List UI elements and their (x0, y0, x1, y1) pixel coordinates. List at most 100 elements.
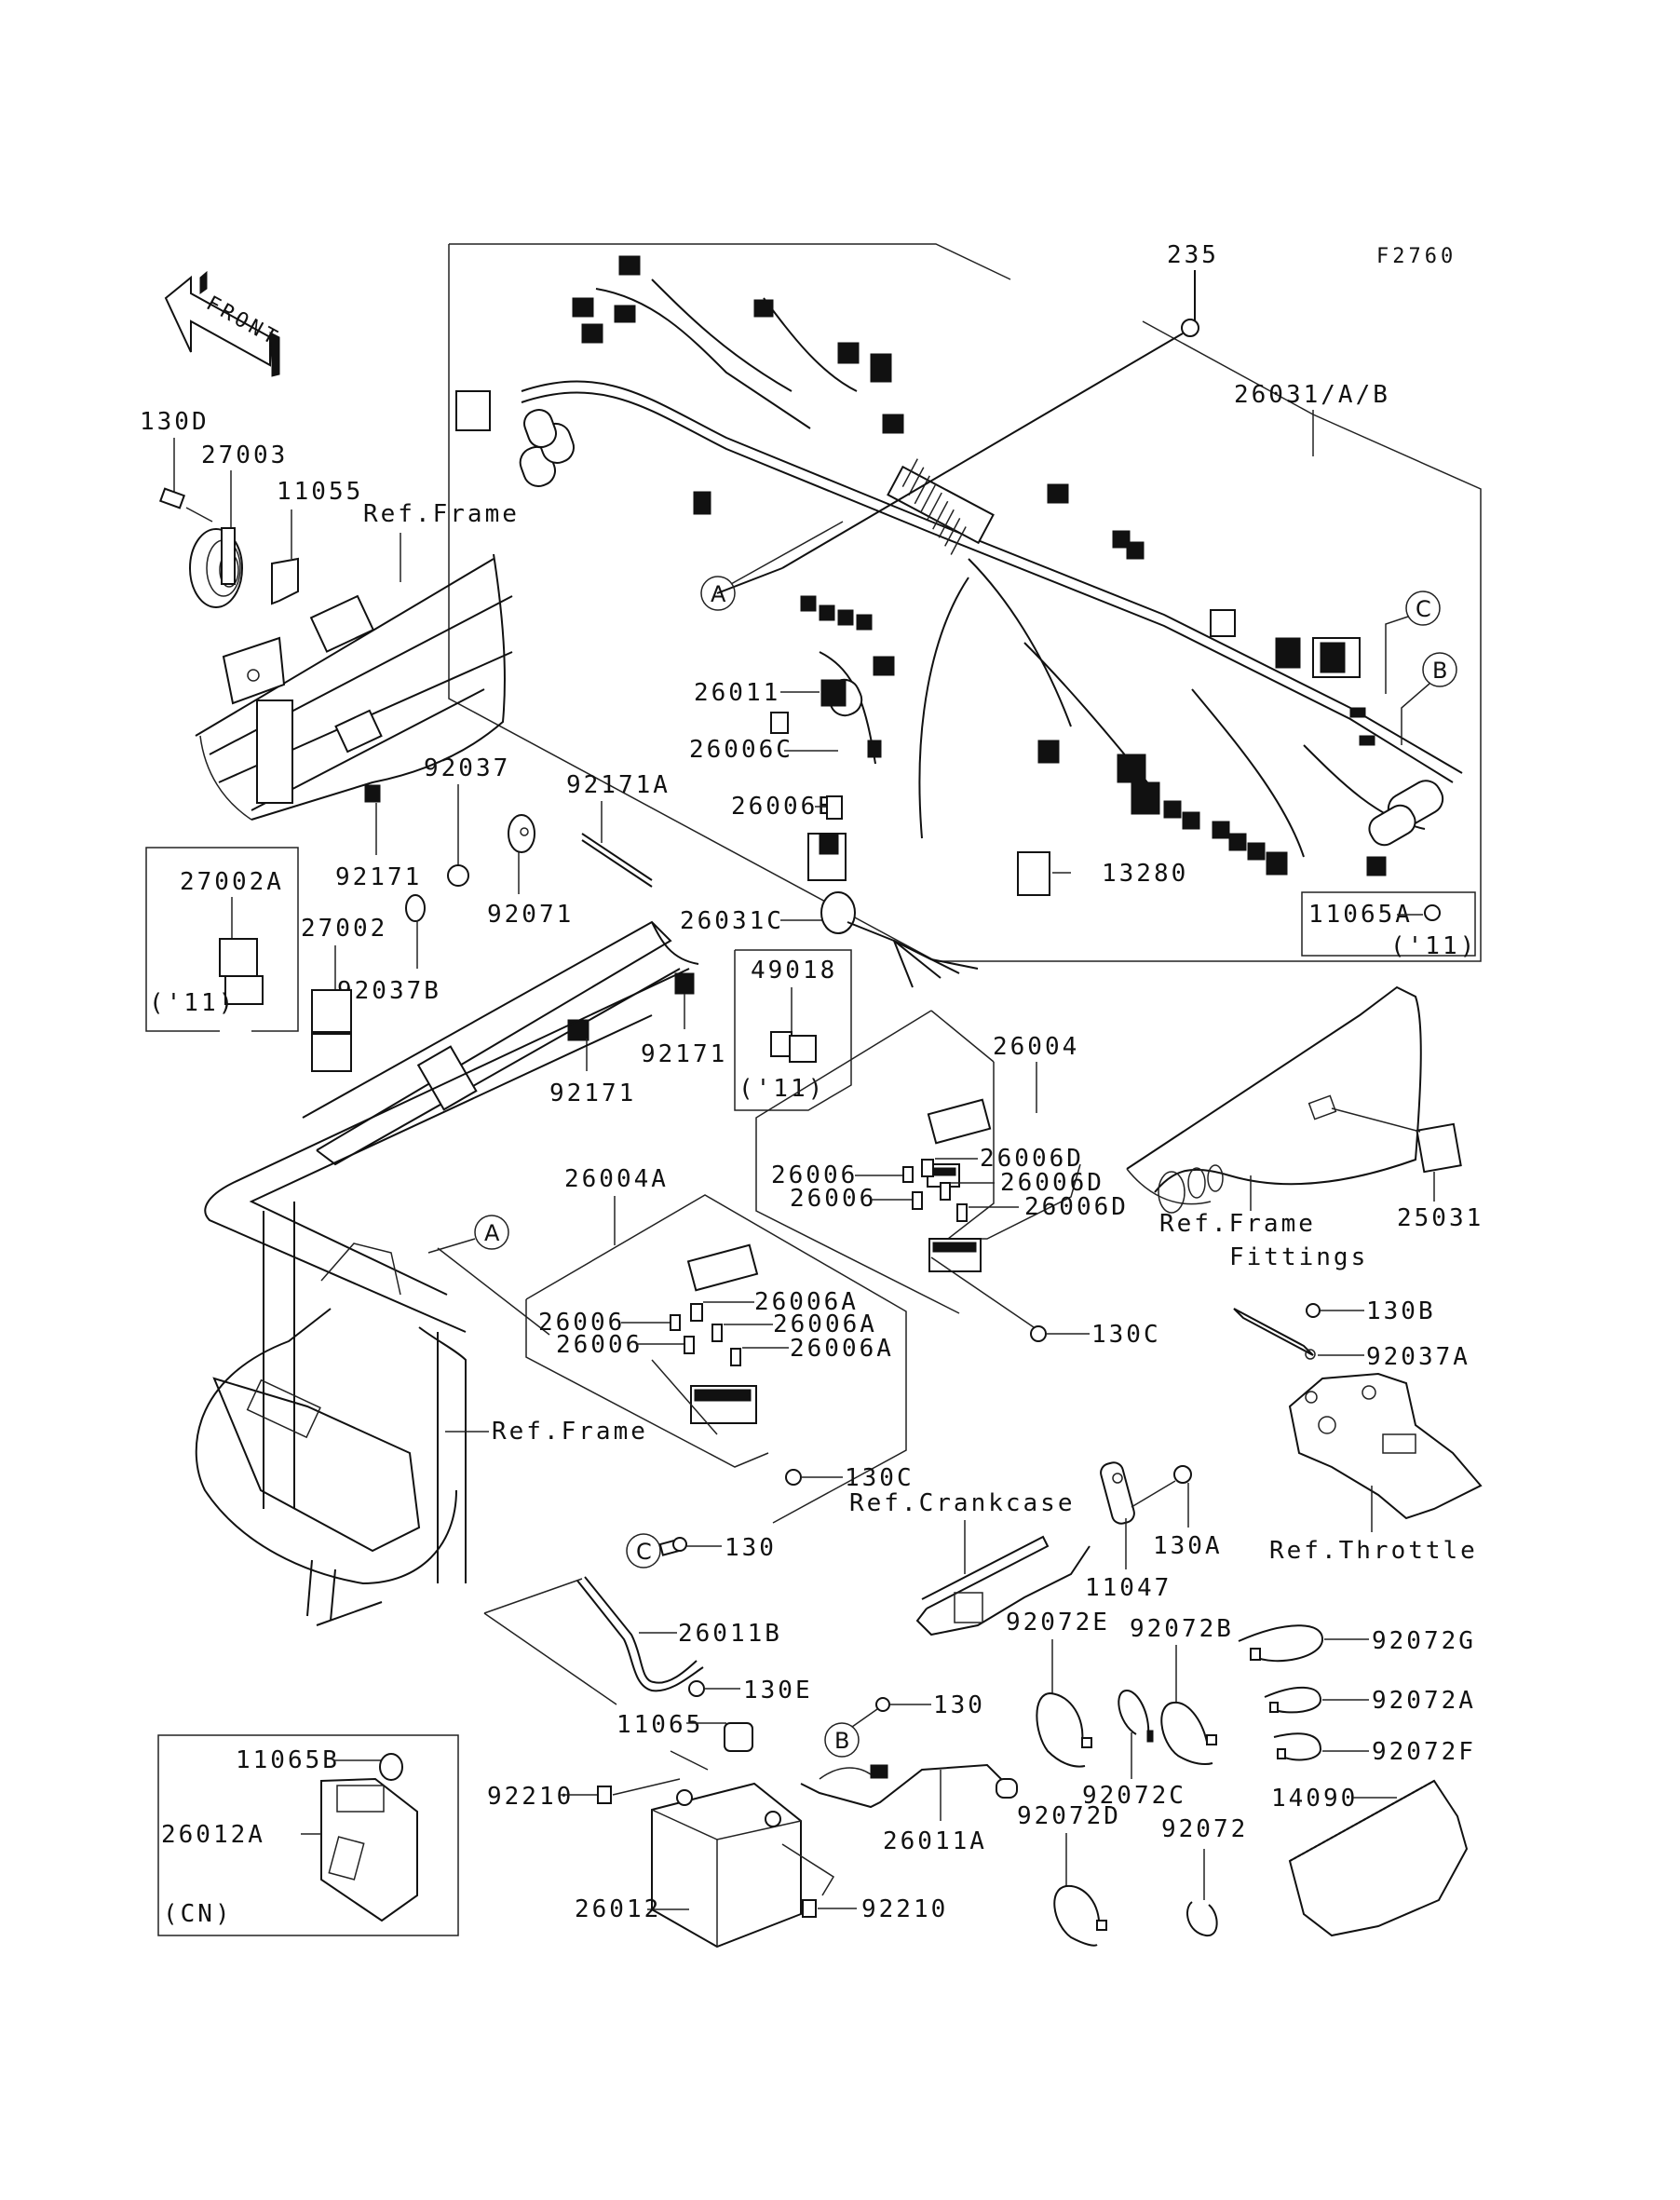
part-label-14090[interactable]: 14090 (1271, 1785, 1358, 1813)
part-label-26011a[interactable]: 26011A (883, 1827, 987, 1855)
part-label-92072a[interactable]: 92072A (1372, 1687, 1476, 1715)
part-92210-left[interactable]: 92210 (487, 1750, 709, 1811)
part-label-26012a[interactable]: 26012A (161, 1821, 265, 1849)
part-26031c[interactable]: 26031C (680, 891, 979, 988)
part-label-26006-d2[interactable]: 26006 (790, 1185, 876, 1213)
part-label-25031[interactable]: 25031 (1397, 1204, 1484, 1232)
part-25031[interactable]: 25031 (1331, 1107, 1484, 1232)
part-label-26006d-3[interactable]: 26006D (1024, 1193, 1129, 1221)
part-27002a-box[interactable]: 27002A ('11) (145, 847, 299, 1032)
part-label-13280[interactable]: 13280 (1102, 860, 1188, 888)
part-label-11065[interactable]: 11065 (616, 1711, 703, 1739)
part-label-130e[interactable]: 130E (743, 1677, 813, 1704)
part-130a[interactable]: 130A (1131, 1465, 1223, 1560)
part-label-92171a[interactable]: 92171A (566, 771, 671, 799)
part-235[interactable]: 235 (716, 241, 1219, 594)
part-label-92037[interactable]: 92037 (424, 754, 510, 782)
part-label-92171-top[interactable]: 92171 (335, 863, 422, 891)
part-label-26012[interactable]: 26012 (575, 1895, 661, 1923)
part-27002[interactable]: 27002 (301, 915, 387, 1072)
part-label-26006-d1[interactable]: 26006 (771, 1161, 858, 1189)
part-92171a[interactable]: 92171A (566, 771, 671, 888)
part-label-92210-right[interactable]: 92210 (861, 1895, 948, 1923)
part-label-26004a[interactable]: 26004A (564, 1165, 669, 1193)
part-label-26004[interactable]: 26004 (993, 1033, 1079, 1061)
part-label-130b[interactable]: 130B (1366, 1297, 1436, 1325)
part-92171-mid[interactable]: 92171 (549, 1019, 636, 1107)
part-130c-lower[interactable]: 130C (785, 1464, 915, 1492)
part-130e[interactable]: 130E (688, 1677, 813, 1704)
part-26012a-box[interactable]: 11065B 26012A (CN) (157, 1734, 459, 1936)
part-label-130-upper[interactable]: 130 (725, 1534, 777, 1562)
fuse-box-26004a[interactable]: 26004A (437, 1165, 907, 1524)
part-92171-top[interactable]: 92171 (335, 784, 422, 891)
part-11047[interactable]: 11047 (1085, 1460, 1172, 1602)
part-label-92037a[interactable]: 92037A (1366, 1343, 1470, 1371)
part-92037a[interactable]: 92037A (1233, 1308, 1470, 1371)
part-label-92072g[interactable]: 92072G (1372, 1627, 1476, 1655)
part-label-92072e[interactable]: 92072E (1006, 1609, 1110, 1636)
part-11055[interactable]: 11055 (271, 478, 363, 605)
part-label-130a[interactable]: 130A (1153, 1532, 1223, 1560)
part-26011b[interactable]: 26011B (483, 1576, 782, 1705)
part-92071[interactable]: 92071 (487, 814, 574, 929)
part-label-26011b[interactable]: 26011B (678, 1620, 782, 1648)
part-92037b[interactable]: 92037B (337, 894, 441, 1005)
part-label-26006c[interactable]: 26006C (689, 736, 793, 764)
part-92072f[interactable]: 92072F (1273, 1732, 1476, 1766)
part-label-92071[interactable]: 92071 (487, 901, 574, 929)
part-13280[interactable]: 13280 (1017, 851, 1188, 896)
part-11065a-box[interactable]: 11065A ('11) (1301, 891, 1477, 960)
part-label-26006a-2[interactable]: 26006A (773, 1310, 877, 1338)
part-26011[interactable]: 26011 (694, 679, 847, 707)
part-label-26006d-1[interactable]: 26006D (980, 1145, 1084, 1173)
part-label-235[interactable]: 235 (1167, 241, 1219, 269)
part-label-26006a-3[interactable]: 26006A (790, 1335, 894, 1363)
part-label-92171-right[interactable]: 92171 (641, 1040, 727, 1068)
part-26011a[interactable]: 26011A (800, 1763, 1018, 1855)
part-130-lower[interactable]: 130 (875, 1691, 985, 1719)
part-130d[interactable]: 130D (140, 408, 213, 523)
part-92072e[interactable]: 92072E (1006, 1609, 1110, 1768)
part-92072a[interactable]: 92072A (1264, 1686, 1476, 1715)
part-92072d[interactable]: 92072D (1017, 1802, 1121, 1947)
part-label-26031c[interactable]: 26031C (680, 907, 784, 935)
part-label-26006-a1[interactable]: 26006 (538, 1309, 625, 1337)
part-92072[interactable]: 92072 (1161, 1815, 1248, 1937)
part-label-92171-mid[interactable]: 92171 (549, 1080, 636, 1107)
part-label-27003[interactable]: 27003 (201, 441, 288, 469)
part-26006c[interactable]: 26006C (689, 712, 882, 764)
part-label-26031-a-b[interactable]: 26031/A/B (1234, 381, 1390, 409)
part-92072g[interactable]: 92072G (1238, 1624, 1476, 1663)
part-label-11047[interactable]: 11047 (1085, 1574, 1172, 1602)
part-label-130c-lower[interactable]: 130C (845, 1464, 915, 1492)
part-26006b[interactable]: 26006B (731, 793, 847, 881)
part-label-92072f[interactable]: 92072F (1372, 1738, 1476, 1766)
part-130b[interactable]: 130B (1306, 1297, 1436, 1325)
part-27003[interactable]: 27003 (189, 441, 288, 608)
part-label-130d[interactable]: 130D (140, 408, 210, 436)
part-label-26006-a2[interactable]: 26006 (556, 1331, 643, 1359)
part-label-11055[interactable]: 11055 (277, 478, 363, 506)
part-130-upper[interactable]: 130 (658, 1534, 777, 1562)
part-label-27002a[interactable]: 27002A (180, 868, 284, 896)
part-92171-right[interactable]: 92171 (641, 972, 727, 1068)
part-label-26006d-2[interactable]: 26006D (1000, 1169, 1104, 1197)
part-26012-battery[interactable]: 26012 (575, 1782, 802, 1949)
part-label-92072c[interactable]: 92072C (1082, 1782, 1186, 1810)
part-label-92072b[interactable]: 92072B (1130, 1615, 1234, 1643)
part-label-11065a[interactable]: 11065A (1308, 901, 1413, 929)
part-label-49018[interactable]: 49018 (751, 957, 837, 985)
part-92210-right[interactable]: 92210 (781, 1843, 948, 1923)
part-label-11065b[interactable]: 11065B (236, 1746, 340, 1774)
part-26031-a-b[interactable]: 26031/A/B (1234, 381, 1390, 456)
part-92072c[interactable]: 92072C (1082, 1689, 1186, 1810)
part-92037[interactable]: 92037 (424, 754, 510, 887)
part-label-92037b[interactable]: 92037B (337, 977, 441, 1005)
fuse-box-26004[interactable]: 26004 (755, 1010, 1081, 1314)
part-49018-box[interactable]: 49018 ('11) (734, 949, 852, 1111)
part-14090[interactable]: 14090 (1271, 1779, 1469, 1937)
part-11065[interactable]: 11065 (616, 1711, 753, 1752)
part-92072b[interactable]: 92072B (1130, 1615, 1234, 1765)
part-label-130-lower[interactable]: 130 (933, 1691, 985, 1719)
